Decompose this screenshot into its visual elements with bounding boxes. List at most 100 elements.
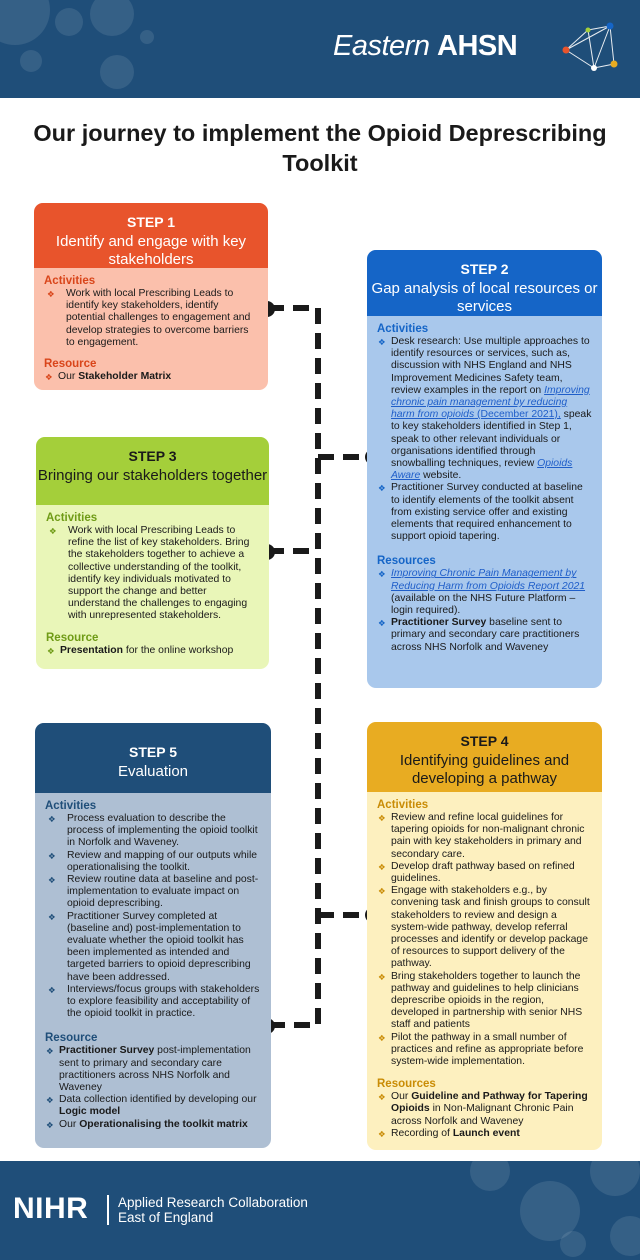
list-item: ❖Practitioner Survey conducted at baseli… — [378, 482, 583, 543]
step-3-header: STEP 3 Bringing our stakeholders togethe… — [36, 437, 269, 505]
resource-heading: Resource — [45, 1032, 98, 1045]
resources-heading: Resources — [377, 555, 436, 568]
diamond-bullet-icon: ❖ — [48, 814, 56, 824]
list-item: ❖Process evaluation to describe the proc… — [48, 813, 258, 849]
resource-list: ❖Practitioner Survey post-implementation… — [45, 1045, 261, 1130]
list-item: ❖Pilot the pathway in a small number of … — [378, 1031, 584, 1068]
diamond-bullet-icon: ❖ — [48, 850, 56, 861]
activities-list: ❖Review and refine local guidelines for … — [377, 812, 592, 1068]
step-name: Identify and engage with key stakeholder… — [55, 233, 247, 268]
resource-heading: Resource — [46, 631, 99, 644]
diamond-bullet-icon: ❖ — [378, 886, 386, 897]
diamond-bullet-icon: ❖ — [378, 337, 386, 347]
list-item: ❖Our Operationalising the toolkit matrix — [46, 1118, 248, 1130]
list-item: ❖Practitioner Survey post-implementation… — [46, 1045, 251, 1094]
report-2021-link[interactable]: Improving Chronic Pain Management by Red… — [391, 568, 586, 592]
arc-name: Applied Research Collaboration East of E… — [118, 1195, 308, 1225]
diamond-bullet-icon: ❖ — [378, 1032, 386, 1043]
list-item: ❖Desk research: Use multiple approaches … — [378, 336, 592, 482]
activities-list: ❖Desk research: Use multiple approaches … — [377, 336, 592, 543]
list-item: ❖Review and refine local guidelines for … — [378, 812, 585, 860]
activities-heading: Activities — [44, 275, 96, 287]
diamond-bullet-icon: ❖ — [46, 1095, 54, 1106]
diamond-bullet-icon: ❖ — [45, 372, 53, 383]
list-item: ❖Work with local Prescribing Leads to re… — [49, 525, 250, 622]
diamond-bullet-icon: ❖ — [48, 911, 56, 922]
page-title: Our journey to implement the Opioid Depr… — [33, 120, 607, 176]
diamond-bullet-icon: ❖ — [378, 569, 386, 580]
list-item: ❖Practitioner Survey completed at (basel… — [48, 910, 251, 983]
step-1-card: STEP 1 Identify and engage with key stak… — [34, 203, 268, 390]
list-item: ❖Our Stakeholder Matrix — [45, 371, 172, 383]
list-item: ❖Develop draft pathway based on refined … — [378, 860, 575, 885]
activities-heading: Activities — [377, 799, 429, 811]
list-item: ❖Recording of Launch event — [378, 1127, 520, 1139]
resource-list: ❖Presentation for the online workshop — [46, 645, 259, 657]
diamond-bullet-icon: ❖ — [48, 875, 56, 886]
list-item: ❖Interviews/focus groups with stakeholde… — [48, 983, 260, 1020]
list-item: ❖Review and mapping of our outputs while… — [48, 849, 258, 873]
diamond-bullet-icon: ❖ — [378, 1092, 386, 1103]
step-4-body: Activities ❖Review and refine local guid… — [367, 792, 602, 1146]
activities-heading: Activities — [46, 512, 98, 524]
step-label: STEP 3 — [128, 448, 177, 464]
logo-divider — [107, 1195, 109, 1225]
step-name: Bringing our stakeholders together — [37, 467, 268, 484]
step-5-header: STEP 5 Evaluation — [35, 723, 271, 793]
resources-heading: Resources — [377, 1078, 436, 1091]
step-5-body: Activities ❖Process evaluation to descri… — [35, 793, 271, 1137]
network-logo-icon — [562, 22, 618, 71]
activities-list: ❖Work with local Prescribing Leads to id… — [44, 288, 258, 349]
activities-heading: Activities — [377, 323, 429, 335]
activities-list: ❖Process evaluation to describe the proc… — [45, 813, 261, 1020]
step-3-card: STEP 3 Bringing our stakeholders togethe… — [36, 437, 269, 669]
list-item: ❖Review routine data at baseline and pos… — [48, 874, 259, 910]
list-item: ❖Data collection identified by developin… — [46, 1094, 257, 1118]
step-label: STEP 4 — [460, 733, 509, 749]
resource-list: ❖Our Stakeholder Matrix — [44, 371, 258, 383]
list-item: ❖Engage with stakeholders e.g., by conve… — [378, 885, 590, 970]
list-item: ❖Work with local Prescribing Leads to id… — [47, 288, 251, 348]
diamond-bullet-icon: ❖ — [378, 861, 386, 872]
header-banner: Eastern AHSN — [0, 0, 640, 98]
diamond-bullet-icon: ❖ — [46, 1119, 54, 1130]
step-4-card: STEP 4 Identifying guidelines and develo… — [367, 722, 602, 1150]
step-name: Evaluation — [117, 763, 189, 780]
step-1-body: Activities ❖Work with local Prescribing … — [34, 268, 268, 389]
resource-heading: Resource — [44, 358, 97, 371]
list-item: ❖Presentation for the online workshop — [47, 644, 234, 656]
step-2-body: Activities ❖Desk research: Use multiple … — [367, 316, 602, 660]
resources-list: ❖ Improving Chronic Pain Management by Re… — [377, 568, 592, 653]
step-label: STEP 1 — [127, 214, 175, 230]
step-4-header: STEP 4 Identifying guidelines and develo… — [367, 722, 602, 792]
step-name: Identifying guidelines and developing a … — [399, 752, 570, 787]
report-date-link[interactable]: (December 2021), — [474, 409, 561, 421]
step-2-card: STEP 2 Gap analysis of local resources o… — [367, 250, 602, 688]
diamond-bullet-icon: ❖ — [378, 1128, 386, 1139]
diamond-bullet-icon: ❖ — [49, 526, 57, 536]
step-2-header: STEP 2 Gap analysis of local resources o… — [367, 250, 602, 316]
step-label: STEP 2 — [460, 261, 509, 277]
activities-heading: Activities — [45, 800, 97, 812]
diamond-bullet-icon: ❖ — [378, 483, 386, 494]
diamond-bullet-icon: ❖ — [46, 1046, 54, 1057]
footer-banner: NIHR Applied Research Collaboration East… — [0, 1161, 640, 1260]
step-name: Gap analysis of local resources or servi… — [371, 280, 598, 315]
opioids-aware-link[interactable]: Opioids Aware — [391, 458, 573, 482]
diamond-bullet-icon: ❖ — [47, 289, 55, 299]
eastern-ahsn-logo: Eastern AHSN — [333, 30, 518, 62]
diamond-bullet-icon: ❖ — [378, 813, 386, 823]
step-label: STEP 5 — [129, 744, 177, 760]
report-link[interactable]: Improving chronic pain management by red… — [391, 384, 590, 421]
list-item: ❖ Improving Chronic Pain Management by Re… — [378, 568, 586, 617]
nihr-logo: NIHR — [13, 1192, 89, 1225]
resources-list: ❖Our Guideline and Pathway for Tapering … — [377, 1091, 592, 1140]
diamond-bullet-icon: ❖ — [47, 645, 55, 656]
activities-list: ❖Work with local Prescribing Leads to re… — [46, 525, 259, 623]
list-item: ❖Practitioner Survey baseline sent to pr… — [378, 617, 580, 653]
step-3-body: Activities ❖Work with local Prescribing … — [36, 505, 269, 663]
list-item: ❖Our Guideline and Pathway for Tapering … — [378, 1091, 588, 1127]
diamond-bullet-icon: ❖ — [378, 618, 386, 629]
step-1-header: STEP 1 Identify and engage with key stak… — [34, 203, 268, 268]
step-5-card: STEP 5 Evaluation Activities ❖Process ev… — [35, 723, 271, 1148]
